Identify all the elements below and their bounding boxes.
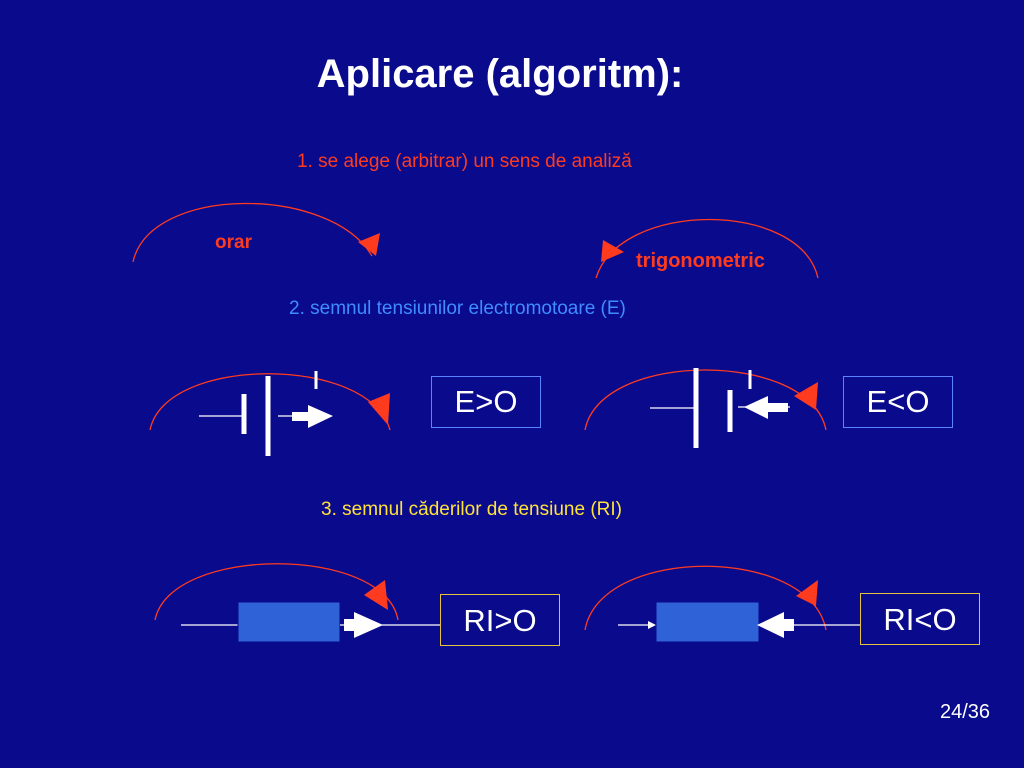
- emf-positive-diagram: [149, 371, 391, 456]
- step-2-text: 2. semnul tensiunilor electromotoare (E): [289, 298, 626, 319]
- counterclockwise-label: trigonometric: [636, 250, 765, 272]
- clockwise-arrowhead: [358, 233, 380, 256]
- emf-positive-box: E>O: [431, 376, 541, 428]
- emf2-direction-arrow: [744, 396, 768, 419]
- step-3-text: 3. semnul căderilor de tensiune (RI): [321, 499, 622, 520]
- emf2-arrowhead: [794, 382, 818, 410]
- clockwise-arc: [132, 202, 373, 263]
- page-number: 24/36: [940, 701, 991, 723]
- clockwise-label: orar: [215, 232, 252, 253]
- drop2-arrowhead: [796, 580, 818, 606]
- emf-negative-diagram: [584, 368, 827, 448]
- drop-negative-box: RI<O: [860, 593, 980, 645]
- emf-negative-box: E<O: [843, 376, 953, 428]
- page-title: Aplicare (algoritm):: [316, 52, 684, 96]
- drop2-direction-arrow: [757, 612, 784, 638]
- drop-negative-diagram: [584, 565, 860, 643]
- drop1-direction-arrow: [354, 612, 383, 638]
- step-1-text: 1. se alege (arbitrar) un sens de analiz…: [297, 151, 632, 172]
- drop-positive-diagram: [154, 563, 440, 643]
- emf1-arrowhead: [368, 393, 390, 425]
- emf2-arc: [584, 369, 827, 431]
- drop1-arrowhead: [364, 580, 388, 610]
- resistor-2: [655, 601, 760, 643]
- resistor-1: [237, 601, 341, 643]
- counterclockwise-arrowhead: [601, 240, 624, 262]
- emf1-direction-arrow: [308, 405, 333, 428]
- drop-positive-box: RI>O: [440, 594, 560, 646]
